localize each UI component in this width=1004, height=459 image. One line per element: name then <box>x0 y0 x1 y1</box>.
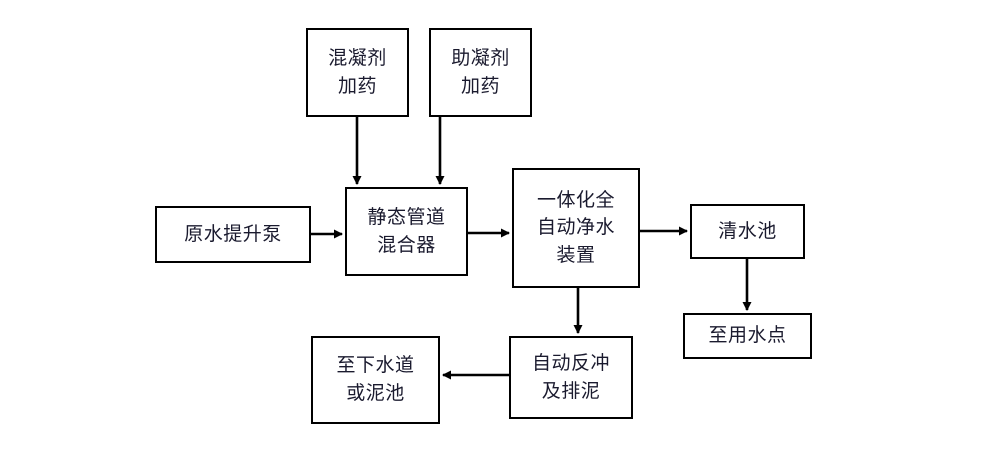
node-to-water-point[interactable]: 至用水点 <box>683 313 812 359</box>
node-clear-water-tank-label: 清水池 <box>718 219 777 242</box>
node-coagulant-aid-dosing[interactable]: 助凝剂 加药 <box>429 28 532 117</box>
node-to-water-point-label: 至用水点 <box>708 324 787 347</box>
node-static-pipe-mixer-label: 静态管道 混合器 <box>367 205 446 256</box>
node-auto-backwash-label: 自动反冲 及排泥 <box>531 351 610 402</box>
node-static-pipe-mixer[interactable]: 静态管道 混合器 <box>345 187 468 276</box>
node-to-sewer-sludge[interactable]: 至下水道 或泥池 <box>311 336 440 424</box>
node-clear-water-tank[interactable]: 清水池 <box>690 204 805 259</box>
node-to-sewer-sludge-label: 至下水道 或泥池 <box>336 354 415 404</box>
node-integrated-purifier[interactable]: 一体化全 自动净水 装置 <box>512 168 640 288</box>
node-auto-backwash[interactable]: 自动反冲 及排泥 <box>509 336 633 419</box>
node-integrated-purifier-label: 一体化全 自动净水 装置 <box>536 188 615 266</box>
node-coagulant-dosing-label: 混凝剂 加药 <box>328 46 387 97</box>
node-coagulant-aid-dosing-label: 助凝剂 加药 <box>451 46 510 97</box>
node-raw-water-pump-label: 原水提升泵 <box>184 222 282 245</box>
node-coagulant-dosing[interactable]: 混凝剂 加药 <box>306 28 409 117</box>
node-raw-water-pump[interactable]: 原水提升泵 <box>155 206 311 263</box>
